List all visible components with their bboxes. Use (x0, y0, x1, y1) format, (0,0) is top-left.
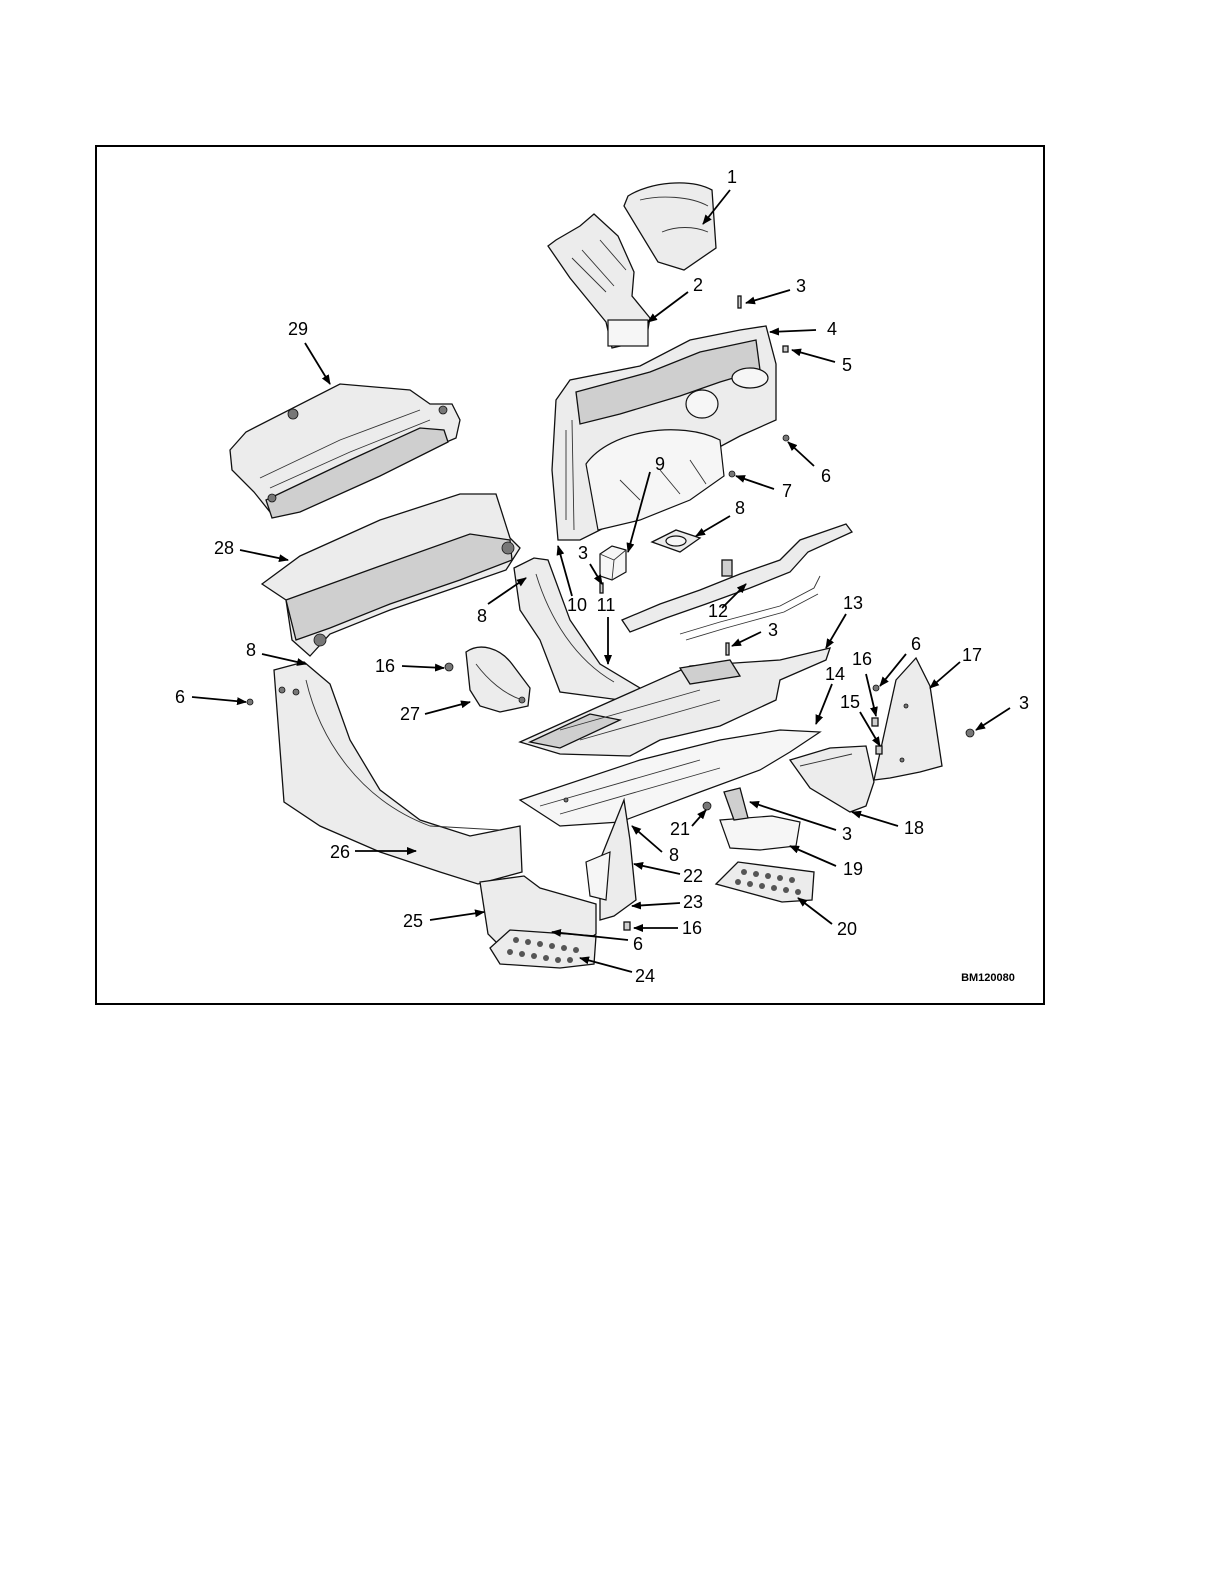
part-29-seat-base (230, 384, 460, 518)
leader-6a (788, 442, 814, 466)
leader-27 (425, 702, 470, 714)
leader-2 (648, 292, 688, 322)
callout-1: 1 (727, 167, 737, 187)
leader-15 (860, 712, 880, 746)
part-19-step-plate (720, 788, 800, 850)
leader-13 (826, 614, 846, 648)
callout-25: 25 (403, 911, 423, 931)
leader-3a (746, 290, 790, 303)
callout-17: 17 (962, 645, 982, 665)
callout-4: 4 (827, 319, 837, 339)
callout-6-clip: 6 (175, 687, 185, 707)
callout-3-fastener: 3 (768, 620, 778, 640)
part-20-perforated-step (716, 862, 814, 902)
callout-15: 15 (840, 692, 860, 712)
leader-14 (816, 684, 832, 724)
callout-8-pad: 8 (669, 845, 679, 865)
leader-4 (770, 330, 816, 332)
part-11-side-panel (514, 558, 640, 700)
leader-16b (866, 674, 876, 716)
leader-8a (696, 516, 730, 536)
leader-6b (192, 697, 246, 702)
leader-22 (634, 864, 680, 874)
callout-20: 20 (837, 919, 857, 939)
leader-29 (305, 343, 330, 384)
part-27-cup-holder (466, 647, 530, 712)
leader-8d (632, 826, 662, 852)
part-17-side-trim (874, 658, 942, 780)
leader-17 (930, 662, 960, 688)
part-18-rear-panel (790, 746, 874, 812)
leader-28 (240, 550, 288, 560)
callout-8-pad: 8 (735, 498, 745, 518)
callout-14: 14 (825, 664, 845, 684)
leader-3c (732, 632, 761, 646)
leader-23 (632, 903, 680, 906)
callout-26: 26 (330, 842, 350, 862)
leader-20 (798, 898, 832, 924)
leader-25 (430, 912, 484, 920)
callout-16-nut: 16 (375, 656, 395, 676)
part-28-seat-back (262, 494, 520, 656)
callout-22: 22 (683, 866, 703, 886)
callout-11: 11 (597, 595, 616, 615)
callout-21: 21 (670, 819, 690, 839)
leader-5 (792, 350, 835, 362)
callout-6-clip: 6 (911, 634, 921, 654)
callout-3-fastener: 3 (578, 543, 588, 563)
leader-19 (790, 846, 836, 866)
part-9-foam-block (600, 546, 626, 580)
callout-3-fastener: 3 (1019, 693, 1029, 713)
part-1-upper-cover (624, 183, 716, 270)
callout-19: 19 (843, 859, 863, 879)
leader-10 (558, 546, 572, 596)
callout-2: 2 (693, 275, 703, 295)
callout-3-fastener: 3 (842, 824, 852, 844)
leader-16a (402, 666, 444, 668)
callout-10: 10 (567, 595, 587, 615)
callout-29: 29 (288, 319, 308, 339)
callout-23: 23 (683, 892, 703, 912)
callout-13: 13 (843, 593, 863, 613)
callout-7: 7 (782, 481, 792, 501)
callout-27: 27 (400, 704, 420, 724)
leader-18 (852, 812, 898, 826)
leader-8c (262, 654, 306, 664)
callout-16-nut: 16 (682, 918, 702, 938)
figure-id: BM120080 (961, 972, 1015, 984)
part-8-pad (652, 530, 700, 552)
callout-12: 12 (708, 601, 728, 621)
callout-6-clip: 6 (633, 934, 643, 954)
callout-18: 18 (904, 818, 924, 838)
leader-7 (736, 476, 774, 489)
callout-5: 5 (842, 355, 852, 375)
callout-8-pad: 8 (477, 606, 487, 626)
part-2-console-trim (548, 214, 650, 348)
callout-6-clip: 6 (821, 466, 831, 486)
callout-8-pad: 8 (246, 640, 256, 660)
leader-3d (976, 708, 1010, 730)
callout-16-nut: 16 (852, 649, 872, 669)
leader-21 (692, 810, 706, 826)
callout-9: 9 (655, 454, 665, 474)
callout-28: 28 (214, 538, 234, 558)
callout-3-fastener: 3 (796, 276, 806, 296)
callout-24: 24 (635, 966, 655, 986)
